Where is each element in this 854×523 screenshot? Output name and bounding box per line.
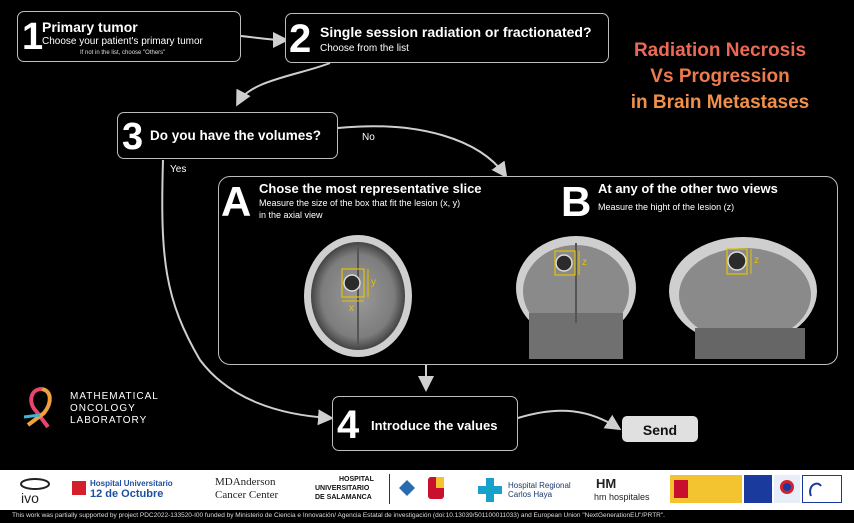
lab-logo-line-2: ONCOLOGY [70, 403, 136, 414]
hm-mark-icon: HM [596, 476, 617, 491]
hus-line-2: UNIVERSITARIO [315, 485, 370, 492]
panel-b-title: At any of the other two views [598, 181, 778, 196]
panel-a-title: Chose the most representative slice [259, 181, 482, 196]
sagittal-mri-image: z [665, 233, 821, 359]
mda-line-1: MDAnderson [215, 476, 276, 488]
panel-a-letter: A [221, 178, 252, 225]
h12-mark-icon [72, 481, 86, 495]
hm-line: hm hospitales [594, 492, 650, 502]
send-button[interactable]: Send [622, 416, 698, 442]
app-title-line-2: Vs Progression [650, 66, 790, 87]
no-label: No [362, 132, 375, 143]
step-2-title: Single session radiation or fractionated… [320, 24, 592, 40]
step-1-box: 1 Primary tumor Choose your patient's pr… [17, 11, 241, 62]
panel-a-desc-1: Measure the size of the box that fit the… [259, 198, 461, 208]
hospital-carlos-haya-logo: Hospital Regional Carlos Haya [476, 476, 586, 506]
gobierno-espana-logo [670, 475, 742, 503]
panel-a-desc-2: in the axial view [259, 210, 323, 220]
eu-flag-logo [744, 475, 772, 503]
sacyl-icon [399, 480, 415, 496]
prtr-icon [780, 480, 794, 494]
step-2-subtitle: Choose from the list [320, 43, 409, 54]
spain-flag-icon [674, 480, 688, 498]
panel-b-letter: B [561, 178, 592, 225]
aei-logo [802, 475, 842, 503]
hospital-12-octubre-logo: Hospital Universitario 12 de Octubre [72, 478, 192, 504]
coronal-mri-image: z [509, 233, 643, 359]
lab-logo-line-1: MATHEMATICAL [70, 391, 159, 402]
hospital-salamanca-logo: HOSPITAL UNIVERSITARIO DE SALAMANCA [313, 474, 453, 508]
app-title: Radiation Necrosis Vs Progression in Bra… [600, 38, 840, 116]
ivo-logo: ivo [18, 476, 52, 506]
step-1-number: 1 [22, 16, 44, 58]
step-3-title: Do you have the volumes? [150, 128, 322, 143]
hus-line-3: DE SALAMANCA [315, 494, 372, 501]
md-anderson-logo: MDAnderson Cancer Center [215, 476, 295, 506]
hrch-line-1: Hospital Regional [508, 481, 571, 490]
step-1-title: Primary tumor [42, 19, 138, 35]
ivo-logo-text: ivo [21, 490, 39, 506]
step-4-box: 4 Introduce the values [332, 396, 518, 451]
yes-label: Yes [170, 164, 187, 175]
h12-line-1: Hospital Universitario [90, 479, 173, 488]
castilla-leon-shield-icon [428, 477, 444, 499]
axial-x-label: x [349, 303, 354, 314]
h12-line-2: 12 de Octubre [90, 488, 164, 500]
aei-mark-icon [809, 482, 822, 497]
funding-footnote: This work was partially supported by pro… [12, 512, 665, 519]
axial-mri-image: x y [302, 233, 415, 359]
mathematical-oncology-lab-logo: MATHEMATICAL ONCOLOGY LABORATORY [20, 385, 180, 430]
coronal-z-label: z [582, 257, 587, 268]
step-4-number: 4 [337, 403, 360, 447]
sponsor-logo-bar: ivo Hospital Universitario 12 de Octubre… [0, 470, 854, 510]
hm-hospitales-logo: HM hm hospitales [594, 476, 660, 506]
step-2-box: 2 Single session radiation or fractionat… [285, 13, 609, 63]
lab-logo-line-3: LABORATORY [70, 415, 148, 426]
step-3-box: 3 Do you have the volumes? [117, 112, 338, 159]
ribbon-icon [23, 387, 52, 429]
carlos-haya-cross-icon [478, 478, 502, 502]
mda-line-2: Cancer Center [215, 489, 279, 501]
next-generation-logo [774, 475, 800, 503]
hus-line-1: HOSPITAL [339, 476, 374, 483]
hus-divider [389, 474, 390, 504]
step-3-number: 3 [122, 116, 144, 158]
sagittal-z-label: z [754, 255, 759, 266]
app-title-line-3: in Brain Metastases [630, 92, 810, 113]
step-4-title: Introduce the values [371, 418, 498, 433]
step-1-note: If not in the list, choose "Others" [80, 50, 166, 56]
step-1-subtitle: Choose your patient's primary tumor [42, 36, 203, 47]
axial-y-label: y [371, 277, 376, 288]
volumes-panel: A Chose the most representative slice Me… [218, 176, 838, 365]
hrch-line-2: Carlos Haya [508, 490, 553, 499]
step-2-number: 2 [289, 17, 312, 61]
panel-b-desc: Measure the hight of the lesion (z) [598, 202, 735, 212]
app-title-line-1: Radiation Necrosis [633, 40, 807, 61]
